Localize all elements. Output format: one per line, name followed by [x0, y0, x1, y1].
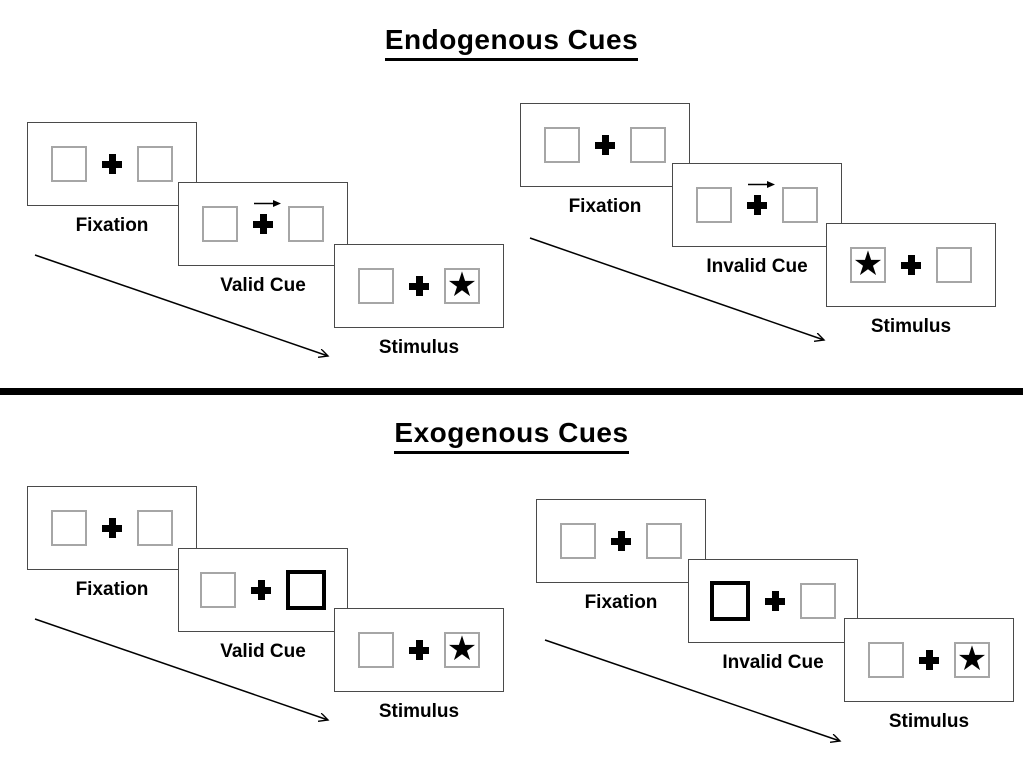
star-icon: ★ — [446, 629, 478, 669]
star-icon: ★ — [852, 244, 884, 284]
section-divider — [0, 388, 1023, 395]
stage-label: Fixation — [75, 215, 149, 236]
fixation-cross-icon — [101, 153, 123, 175]
endo-invalid-stimulus-stage: ★ Stimulus — [826, 223, 996, 338]
right-box — [288, 206, 324, 242]
stage-label: Valid Cue — [220, 641, 306, 662]
left-box — [696, 187, 732, 223]
fixation-cross-icon — [252, 200, 281, 235]
stage-label: Invalid Cue — [722, 652, 824, 673]
right-box — [646, 523, 682, 559]
fixation-cross-icon — [250, 579, 272, 601]
fixation-cross-icon — [918, 649, 940, 671]
section-title-endogenous: Endogenous Cues — [0, 24, 1023, 61]
exo-valid-fixation-stage: Fixation — [27, 486, 197, 601]
fixation-cross-icon — [900, 254, 922, 276]
star-icon: ★ — [956, 639, 988, 679]
exo-valid-stimulus-stage: ★ Stimulus — [334, 608, 504, 723]
stage-label: Fixation — [568, 196, 642, 217]
fixation-cross-icon — [408, 275, 430, 297]
cue-panel — [688, 559, 858, 643]
left-box — [358, 268, 394, 304]
right-box — [936, 247, 972, 283]
stimulus-panel: ★ — [844, 618, 1014, 702]
star-icon: ★ — [446, 265, 478, 305]
section-title-exogenous: Exogenous Cues — [0, 417, 1023, 454]
fixation-panel — [27, 486, 197, 570]
left-box: ★ — [850, 247, 886, 283]
stage-label: Stimulus — [378, 701, 460, 722]
fixation-cross-icon — [101, 517, 123, 539]
exo-invalid-stimulus-stage: ★ Stimulus — [844, 618, 1014, 733]
stimulus-panel: ★ — [334, 608, 504, 692]
stage-label: Stimulus — [870, 316, 952, 337]
left-box — [200, 572, 236, 608]
peripheral-cue-box — [710, 581, 750, 621]
endo-invalid-fixation-stage: Fixation — [520, 103, 690, 218]
endo-valid-stimulus-stage: ★ Stimulus — [334, 244, 504, 359]
fixation-panel — [27, 122, 197, 206]
cue-panel — [178, 548, 348, 632]
right-box — [137, 510, 173, 546]
stimulus-panel: ★ — [826, 223, 996, 307]
stimulus-panel: ★ — [334, 244, 504, 328]
exo-invalid-cue-stage: Invalid Cue — [688, 559, 858, 674]
section-title-text: Exogenous Cues — [394, 417, 629, 454]
endo-valid-fixation-stage: Fixation — [27, 122, 197, 237]
right-box — [800, 583, 836, 619]
right-box: ★ — [444, 632, 480, 668]
right-box — [782, 187, 818, 223]
section-title-text: Endogenous Cues — [384, 24, 639, 61]
cue-panel — [178, 182, 348, 266]
stage-label: Fixation — [75, 579, 149, 600]
right-box — [630, 127, 666, 163]
cue-panel — [672, 163, 842, 247]
stage-label: Valid Cue — [220, 275, 306, 296]
right-box: ★ — [444, 268, 480, 304]
exo-invalid-fixation-stage: Fixation — [536, 499, 706, 614]
fixation-panel — [520, 103, 690, 187]
right-box: ★ — [954, 642, 990, 678]
fixation-cross-icon — [408, 639, 430, 661]
stage-label: Stimulus — [888, 711, 970, 732]
fixation-cross-icon — [746, 181, 775, 216]
endo-invalid-cue-stage: Invalid Cue — [672, 163, 842, 278]
fixation-cross-icon — [764, 590, 786, 612]
left-box — [51, 510, 87, 546]
fixation-cross-icon — [610, 530, 632, 552]
stage-label: Stimulus — [378, 337, 460, 358]
left-box — [868, 642, 904, 678]
cue-arrow-icon — [748, 181, 775, 188]
cue-arrow-icon — [254, 200, 281, 207]
exo-valid-cue-stage: Valid Cue — [178, 548, 348, 663]
stage-label: Invalid Cue — [706, 256, 808, 277]
stage-label: Fixation — [584, 592, 658, 613]
left-box — [202, 206, 238, 242]
peripheral-cue-box — [286, 570, 326, 610]
fixation-cross-icon — [594, 134, 616, 156]
right-box — [137, 146, 173, 182]
fixation-panel — [536, 499, 706, 583]
left-box — [544, 127, 580, 163]
left-box — [560, 523, 596, 559]
left-box — [51, 146, 87, 182]
endo-valid-cue-stage: Valid Cue — [178, 182, 348, 297]
left-box — [358, 632, 394, 668]
